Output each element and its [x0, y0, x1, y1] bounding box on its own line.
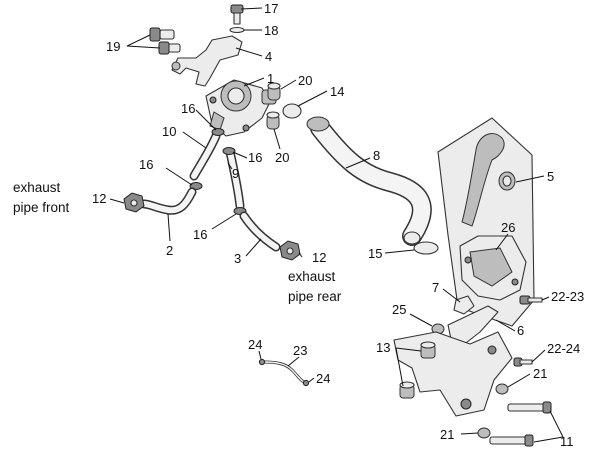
callout-8: 8 — [373, 148, 380, 163]
callout-19: 19 — [106, 39, 120, 54]
cap-20-lower — [266, 111, 280, 130]
cap-20-upper — [267, 82, 281, 101]
callout-1: 1 — [267, 71, 274, 86]
screw-22-24 — [513, 357, 533, 367]
hose-10 — [189, 131, 221, 181]
callout-5: 5 — [547, 169, 554, 184]
plate-hole-1 — [460, 398, 472, 410]
callout-3: 3 — [234, 251, 241, 266]
hose-3 — [239, 211, 281, 252]
washer-21-bottom — [477, 427, 491, 439]
callout-24-lower: 24 — [316, 371, 330, 386]
leader-lines — [109, 7, 564, 443]
callout-13: 13 — [376, 340, 390, 355]
washer-21-right — [495, 383, 509, 395]
rubber-mount-13-upper — [420, 341, 436, 359]
housing-5-pipe — [461, 133, 505, 227]
callout-23: 23 — [293, 343, 307, 358]
callout-24-upper: 24 — [248, 337, 262, 352]
callout-10: 10 — [162, 124, 176, 139]
callout-14: 14 — [330, 84, 344, 99]
hose-8 — [306, 116, 432, 246]
callout-16-left: 16 — [139, 157, 153, 172]
bolt-11-upper — [507, 401, 552, 414]
callout-21-right: 21 — [533, 366, 547, 381]
callout-12-rear: 12 — [312, 250, 326, 265]
clamp-14 — [282, 103, 302, 119]
nut-12-rear — [279, 240, 301, 261]
callout-22-24: 22-24 — [547, 341, 580, 356]
washer-18 — [229, 26, 245, 34]
callout-25: 25 — [392, 302, 406, 317]
note-exhaust-rear-line2: pipe rear — [288, 289, 342, 304]
clip-16-2 — [222, 147, 236, 155]
reed-valve-26 — [459, 235, 527, 301]
hose-2 — [139, 187, 197, 215]
bolt-19-lower — [158, 41, 181, 55]
callout-20-upper: 20 — [298, 73, 312, 88]
callout-20-lower: 20 — [275, 150, 289, 165]
screw-22-23 — [519, 295, 543, 305]
note-exhaust-rear-line1: exhaust — [288, 269, 336, 284]
callout-4: 4 — [265, 49, 272, 64]
clamp-15 — [413, 241, 439, 255]
terminal-24-right — [302, 379, 310, 387]
bracket-4 — [171, 35, 243, 87]
callout-18: 18 — [264, 23, 278, 38]
bolt-11-lower — [489, 434, 534, 447]
clip-16-1 — [211, 128, 225, 136]
callout-12-front: 12 — [92, 191, 106, 206]
housing-5-collar — [498, 171, 516, 191]
mounting-plate — [393, 331, 513, 417]
plate-hole-2 — [487, 345, 497, 355]
callout-16-upper: 16 — [181, 101, 195, 116]
secondary-air-valve-1 — [205, 79, 277, 137]
note-exhaust-front-line2: pipe front — [13, 200, 70, 215]
callout-9: 9 — [232, 166, 239, 181]
bracket-4-hole — [171, 61, 181, 71]
nut-7 — [453, 295, 475, 315]
screw-17 — [230, 4, 244, 25]
callout-26: 26 — [501, 220, 515, 235]
rubber-mount-13-lower — [399, 381, 415, 399]
callout-22-23: 22-23 — [551, 289, 584, 304]
callout-21-bottom: 21 — [440, 427, 454, 442]
cable-23 — [262, 360, 306, 384]
nut-12-front — [123, 192, 145, 213]
callout-7: 7 — [432, 280, 439, 295]
callout-2: 2 — [166, 243, 173, 258]
callout-6: 6 — [517, 323, 524, 338]
callout-15: 15 — [368, 246, 382, 261]
callout-16-middle: 16 — [248, 150, 262, 165]
bolt-19-upper — [149, 27, 175, 42]
callout-11: 11 — [560, 434, 574, 449]
callout-16-lower: 16 — [193, 227, 207, 242]
hose-9 — [225, 147, 245, 211]
callout-17: 17 — [264, 1, 278, 16]
note-exhaust-front-line1: exhaust — [13, 180, 61, 195]
terminal-24-left — [258, 358, 266, 366]
